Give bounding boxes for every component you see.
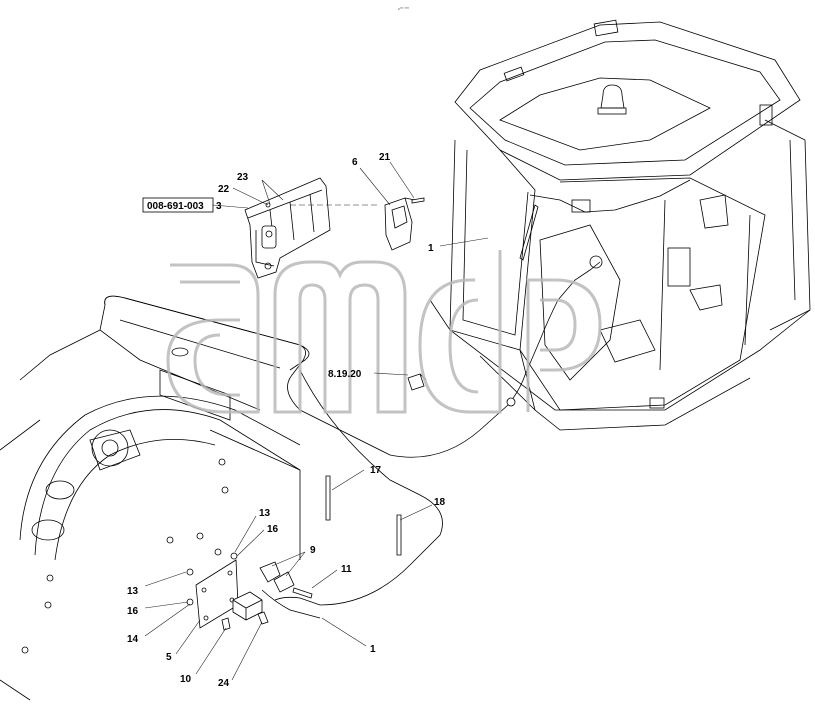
operator-cab	[429, 19, 811, 431]
part-number-text: 008-691-003	[147, 201, 204, 212]
watermark-logo	[166, 250, 602, 414]
callout-16-lower: 16	[127, 606, 139, 617]
header-code: c⁰⁰ ⁰⁰⁰	[398, 6, 410, 11]
callout-1-cable: 1	[370, 644, 376, 655]
callout-8-19-20: 8.19.20	[328, 369, 362, 380]
callout-6: 6	[352, 157, 358, 168]
part-number-frame	[142, 197, 214, 213]
callout-24: 24	[218, 678, 230, 689]
callout-1-cab: 1	[428, 243, 434, 254]
callout-17: 17	[370, 465, 382, 476]
callout-18: 18	[434, 497, 446, 508]
leader-lines	[144, 161, 489, 681]
callout-13-lower: 13	[127, 586, 139, 597]
callout-22: 22	[218, 184, 230, 195]
cable-harness	[104, 261, 601, 619]
callout-9: 9	[310, 545, 316, 556]
callout-13-upper: 13	[259, 508, 271, 519]
callout-labels: 1 1 3 5 6 8.19.20 9 10 11 13 13 14 16 16…	[127, 152, 446, 689]
mounting-bracket	[244, 177, 331, 279]
mount-assembly	[186, 548, 313, 631]
boom-frame	[0, 295, 310, 701]
connector-socket	[384, 197, 425, 251]
callout-16-upper: 16	[267, 524, 279, 535]
callout-3: 3	[216, 201, 222, 212]
callout-23: 23	[237, 172, 249, 183]
callout-11: 11	[341, 564, 352, 575]
callout-14: 14	[127, 634, 139, 645]
callout-21: 21	[379, 152, 391, 163]
callout-5: 5	[166, 652, 172, 663]
callout-10: 10	[180, 674, 192, 685]
